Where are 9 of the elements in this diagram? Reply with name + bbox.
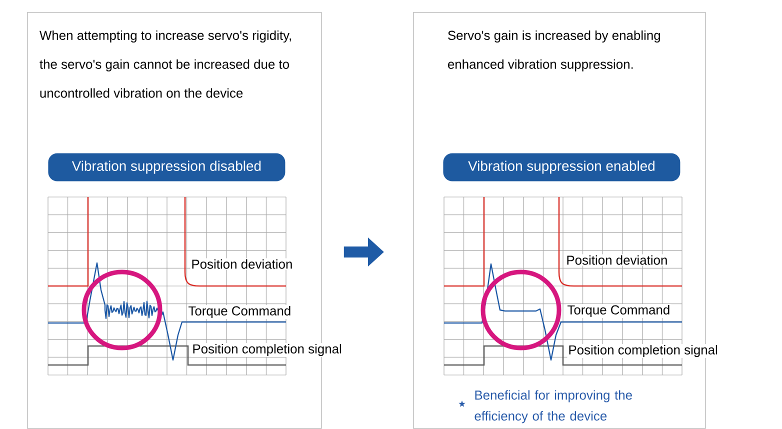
note-text: Beneficial for improving the efficiency of the device bbox=[474, 390, 632, 424]
trace-label: Torque Command bbox=[566, 304, 672, 318]
title-pill: Vibration suppression enabled bbox=[443, 153, 680, 182]
trace-label: Position deviation bbox=[565, 254, 669, 266]
trace-label: Position deviation bbox=[190, 258, 294, 270]
trace-label: Position completion signal bbox=[191, 342, 343, 358]
trace-label: Torque Command bbox=[187, 304, 292, 320]
trace-label: Position completion signal bbox=[567, 344, 719, 358]
title-pill: Vibration suppression disabled bbox=[48, 153, 286, 182]
